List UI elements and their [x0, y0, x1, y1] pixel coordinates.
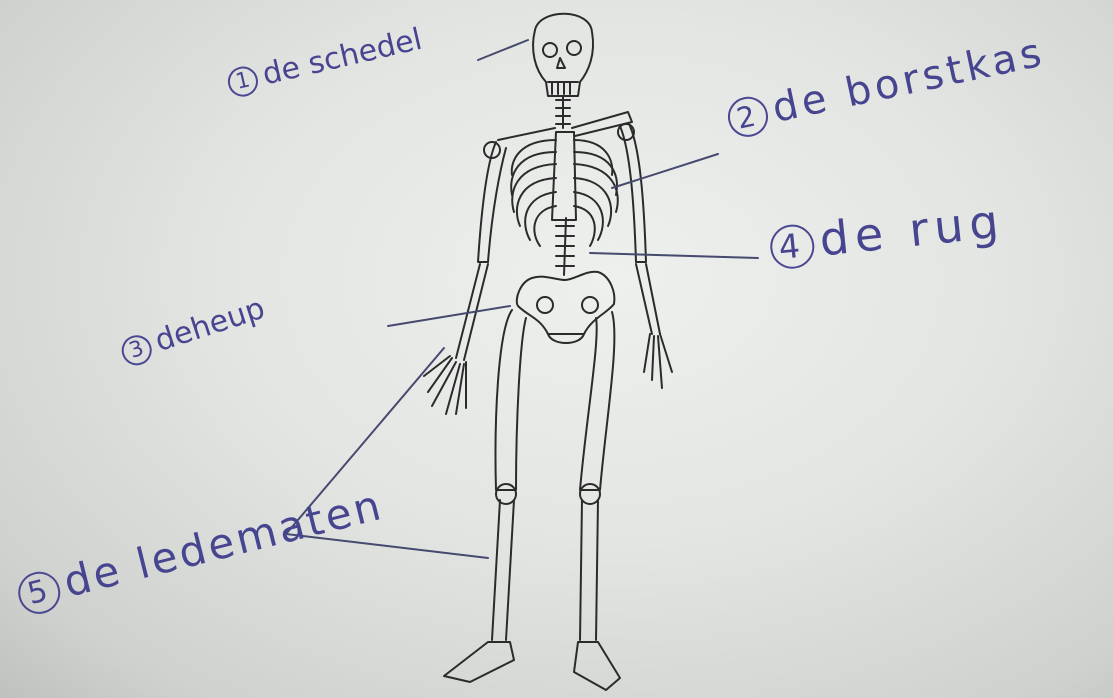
- number-badge: 2: [724, 93, 771, 140]
- number-badge: 1: [225, 63, 261, 99]
- leader-line-hip: [388, 306, 510, 326]
- number-badge: 4: [768, 222, 816, 270]
- ribcage-drawing: [511, 132, 618, 246]
- leader-line-skull: [478, 40, 528, 60]
- skull-drawing: [533, 14, 593, 96]
- legs-drawing: [444, 310, 620, 690]
- spine-drawing: [556, 96, 574, 275]
- leader-line-back: [590, 253, 758, 258]
- arms-drawing: [424, 124, 672, 414]
- pelvis-drawing: [517, 272, 615, 343]
